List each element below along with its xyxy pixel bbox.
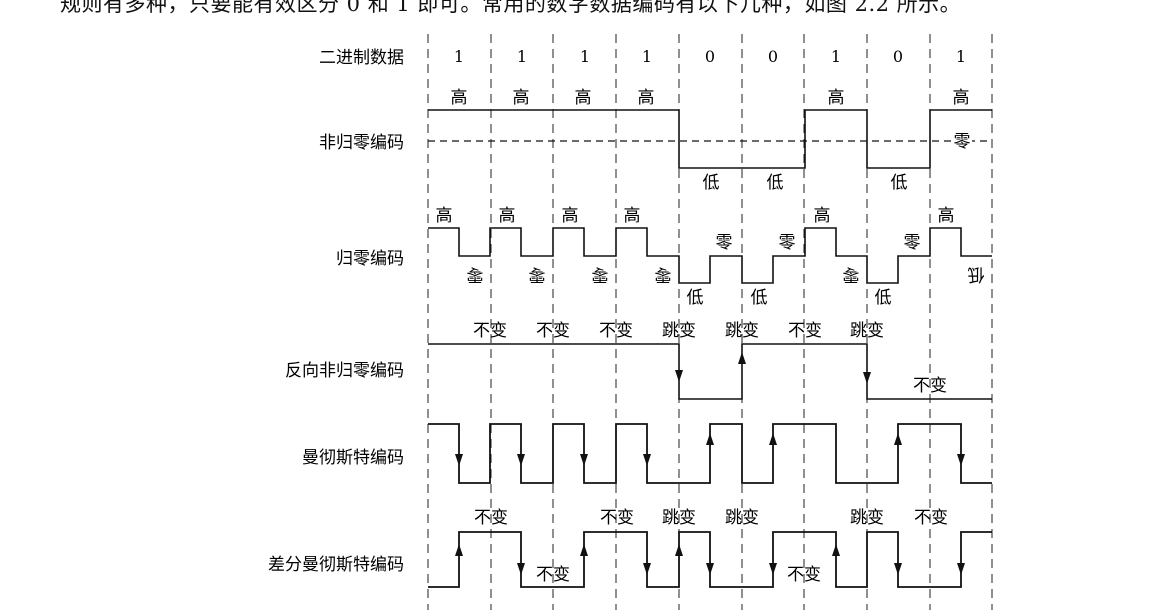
label-nrzi: 反向非归零编码 [285,361,404,381]
bit-value: 0 [705,47,715,66]
rz-ann: 高 [499,206,516,226]
nrz-ann: 低 [891,173,908,193]
arrow-down-icon [643,563,651,575]
rz-ann: 零 [716,233,733,253]
nrz-ann: 高 [575,88,592,108]
label-binary-data: 二进制数据 [319,48,404,68]
label-manchester: 曼彻斯特编码 [302,448,404,468]
bit-boundary-lines [427,34,993,610]
nrz-ann: 高 [451,88,468,108]
bit-value: 1 [580,47,590,66]
rz-ann: 零 [592,264,609,284]
arrow-down-icon [517,454,525,466]
bit-value: 0 [893,47,903,66]
nrzi-ann: 跳变 [850,321,884,341]
rz-ann: 低 [687,288,704,308]
nrzi-ann: 不变 [788,321,822,341]
nrzi-waveform [428,343,992,400]
rz-ann: 零 [843,264,860,284]
binary-bits: 1 1 1 1 0 0 1 0 1 [454,47,966,66]
rz-ann: 零 [529,264,546,284]
diff-manchester-ann: 不变 [914,508,948,528]
arrow-down-icon [894,563,902,575]
arrow-down-icon [517,563,525,575]
diff-manchester-ann: 不变 [600,508,634,528]
bit-value: 1 [831,47,841,66]
rz-ann: 低 [968,264,985,284]
rz-ann: 高 [624,206,641,226]
nrz-ann: 高 [953,88,970,108]
nrzi-ann: 跳变 [725,321,759,341]
bit-value: 1 [517,47,527,66]
nrzi-ann: 不变 [473,321,507,341]
label-nrz: 非归零编码 [319,133,404,153]
rz-ann: 零 [904,233,921,253]
rz-ann: 高 [938,206,955,226]
manchester-waveform-group [428,423,992,484]
diff-manchester-ann: 跳变 [662,508,696,528]
transition-arrows [455,352,965,575]
rz-ann: 零 [467,264,484,284]
bit-value: 1 [454,47,464,66]
nrz-waveform [428,109,992,169]
nrz-zero-label-bg [952,130,972,152]
nrzi-ann: 跳变 [662,321,696,341]
nrzi-ann: 不变 [913,376,947,396]
arrow-up-icon [894,433,902,445]
arrow-down-icon [769,563,777,575]
nrz-ann: 零 [954,132,971,152]
differential-manchester-waveform [428,531,992,588]
arrow-down-icon [643,454,651,466]
bit-value: 1 [642,47,652,66]
bit-value: 0 [768,47,778,66]
rz-ann: 高 [814,206,831,226]
arrow-down-icon [706,563,714,575]
rz-waveform [428,227,992,284]
arrow-down-icon [863,372,871,384]
diff-manchester-ann: 不变 [474,508,508,528]
nrz-ann: 高 [513,88,530,108]
arrow-down-icon [455,454,463,466]
nrz-ann: 低 [703,173,720,193]
arrow-up-icon [832,544,840,556]
diff-manchester-ann: 不变 [536,565,570,585]
arrow-up-icon [706,433,714,445]
rz-waveform-group: 高 高 高 高 高 高 零 零 零 零 零 零 零 零 低 低 低 低 [428,206,992,308]
arrow-up-icon [455,544,463,556]
nrz-waveform-group: 高 高 高 高 低 低 高 低 高 零 [428,88,992,193]
rz-ann: 高 [562,206,579,226]
label-differential-manchester: 差分曼彻斯特编码 [268,555,404,575]
nrz-ann: 低 [767,173,784,193]
paragraph-top-text: 规则有多种，只要能有效区分 0 和 1 即可。常用的数字数据编码有以下几种，如图… [60,0,962,16]
arrow-down-icon [580,454,588,466]
rz-ann: 高 [436,206,453,226]
arrow-down-icon [957,563,965,575]
nrz-ann: 高 [828,88,845,108]
bit-value: 1 [956,47,966,66]
nrz-ann: 高 [638,88,655,108]
nrzi-ann: 不变 [599,321,633,341]
row-labels: 二进制数据 非归零编码 归零编码 反向非归零编码 曼彻斯特编码 差分曼彻斯特编码 [268,48,404,575]
nrzi-waveform-group: 不变 不变 不变 跳变 跳变 不变 跳变 不变 [428,321,992,400]
arrow-up-icon [580,544,588,556]
arrow-up-icon [675,544,683,556]
manchester-waveform [428,423,992,484]
arrow-up-icon [769,433,777,445]
rz-ann: 零 [655,264,672,284]
rz-ann: 零 [779,233,796,253]
nrzi-ann: 不变 [536,321,570,341]
label-rz: 归零编码 [336,249,404,269]
diff-manchester-ann: 跳变 [725,508,759,528]
diff-manchester-ann: 不变 [787,565,821,585]
rz-ann: 低 [751,288,768,308]
diff-manchester-ann: 跳变 [850,508,884,528]
differential-manchester-waveform-group: 不变 不变 跳变 跳变 跳变 不变 不变 不变 [428,508,992,588]
arrow-up-icon [738,352,746,364]
arrow-down-icon [957,454,965,466]
rz-ann: 低 [875,288,892,308]
arrow-down-icon [675,370,683,382]
